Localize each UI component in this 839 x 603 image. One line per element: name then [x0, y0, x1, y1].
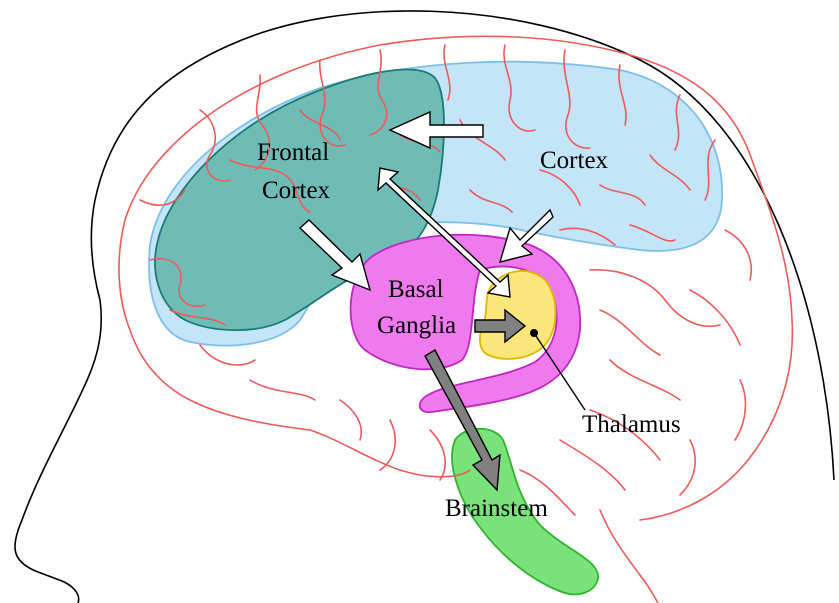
label-brainstem: Brainstem — [445, 495, 548, 522]
label-basal-ganglia-line2: Ganglia — [377, 312, 456, 339]
label-cortex: Cortex — [540, 147, 609, 174]
label-frontal-cortex-line2: Cortex — [262, 177, 331, 204]
label-thalamus: Thalamus — [582, 411, 681, 438]
thalamus-region — [480, 271, 556, 359]
label-basal-ganglia-line1: Basal — [388, 276, 444, 303]
label-frontal-cortex-line1: Frontal — [257, 139, 329, 166]
